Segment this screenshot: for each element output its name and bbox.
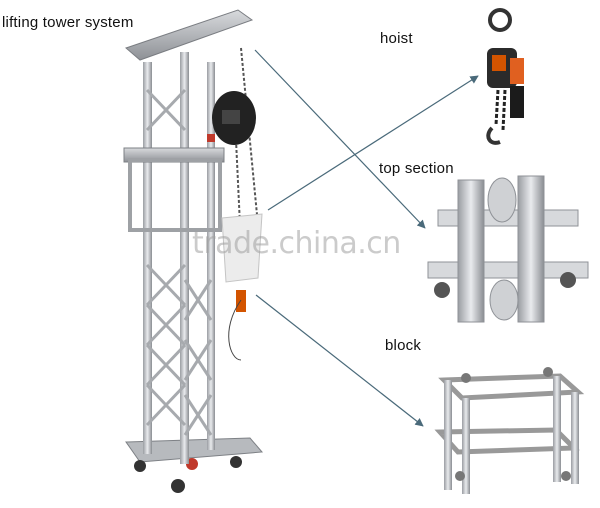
hoist-image [486, 8, 524, 145]
top-section-label: top section [379, 160, 454, 177]
block-label: block [385, 337, 422, 354]
top-section-image [427, 175, 589, 323]
lifting-tower [123, 9, 264, 493]
watermark: trade.china.cn [192, 226, 401, 261]
hoist-label: hoist [380, 30, 413, 47]
block-image [434, 367, 585, 494]
pointer-arrows [254, 49, 479, 427]
title: lifting tower system [2, 14, 134, 31]
